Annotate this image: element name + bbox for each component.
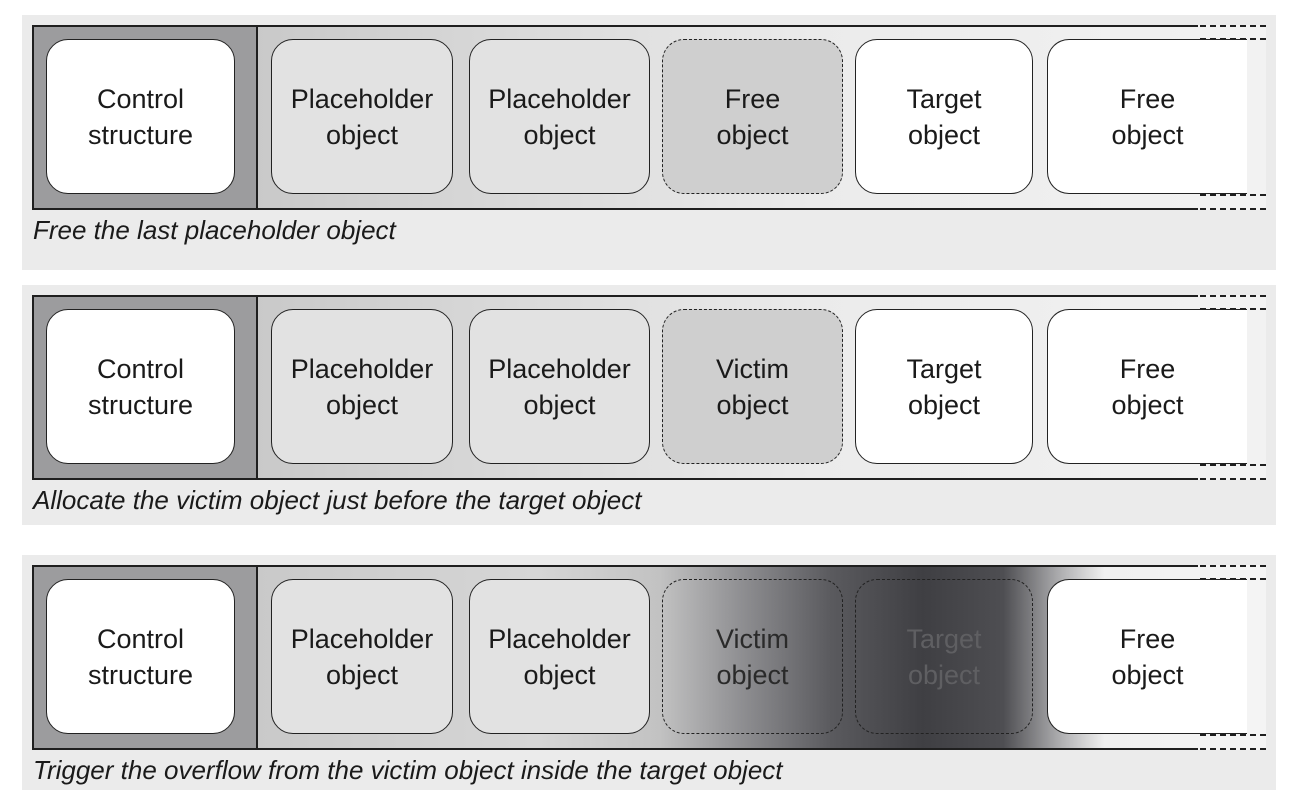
control-separator <box>256 295 258 480</box>
heap-left-line <box>32 295 34 480</box>
continuation-dash <box>1200 748 1266 750</box>
continuation-dash <box>1200 194 1266 196</box>
step-caption: Trigger the overflow from the victim obj… <box>33 755 783 785</box>
step-caption: Free the last placeholder object <box>33 215 396 245</box>
continuation-dash <box>1200 478 1266 480</box>
continuation-dash <box>1200 734 1266 736</box>
heap-bottom-line <box>32 748 1198 750</box>
control-separator <box>256 565 258 750</box>
heap-top-line <box>32 565 1198 567</box>
continuation-dash <box>1200 565 1266 567</box>
heap-bottom-line <box>32 208 1198 210</box>
heap-bottom-line <box>32 478 1198 480</box>
continuation-dash <box>1200 464 1266 466</box>
control-separator <box>256 25 258 210</box>
continuation-dash <box>1200 208 1266 210</box>
continuation-dash <box>1200 25 1266 27</box>
heap-top-line <box>32 25 1198 27</box>
step-caption: Allocate the victim object just before t… <box>33 485 642 515</box>
heap-left-line <box>32 25 34 210</box>
heap-top-line <box>32 295 1198 297</box>
heap-left-line <box>32 565 34 750</box>
continuation-dash <box>1200 295 1266 297</box>
